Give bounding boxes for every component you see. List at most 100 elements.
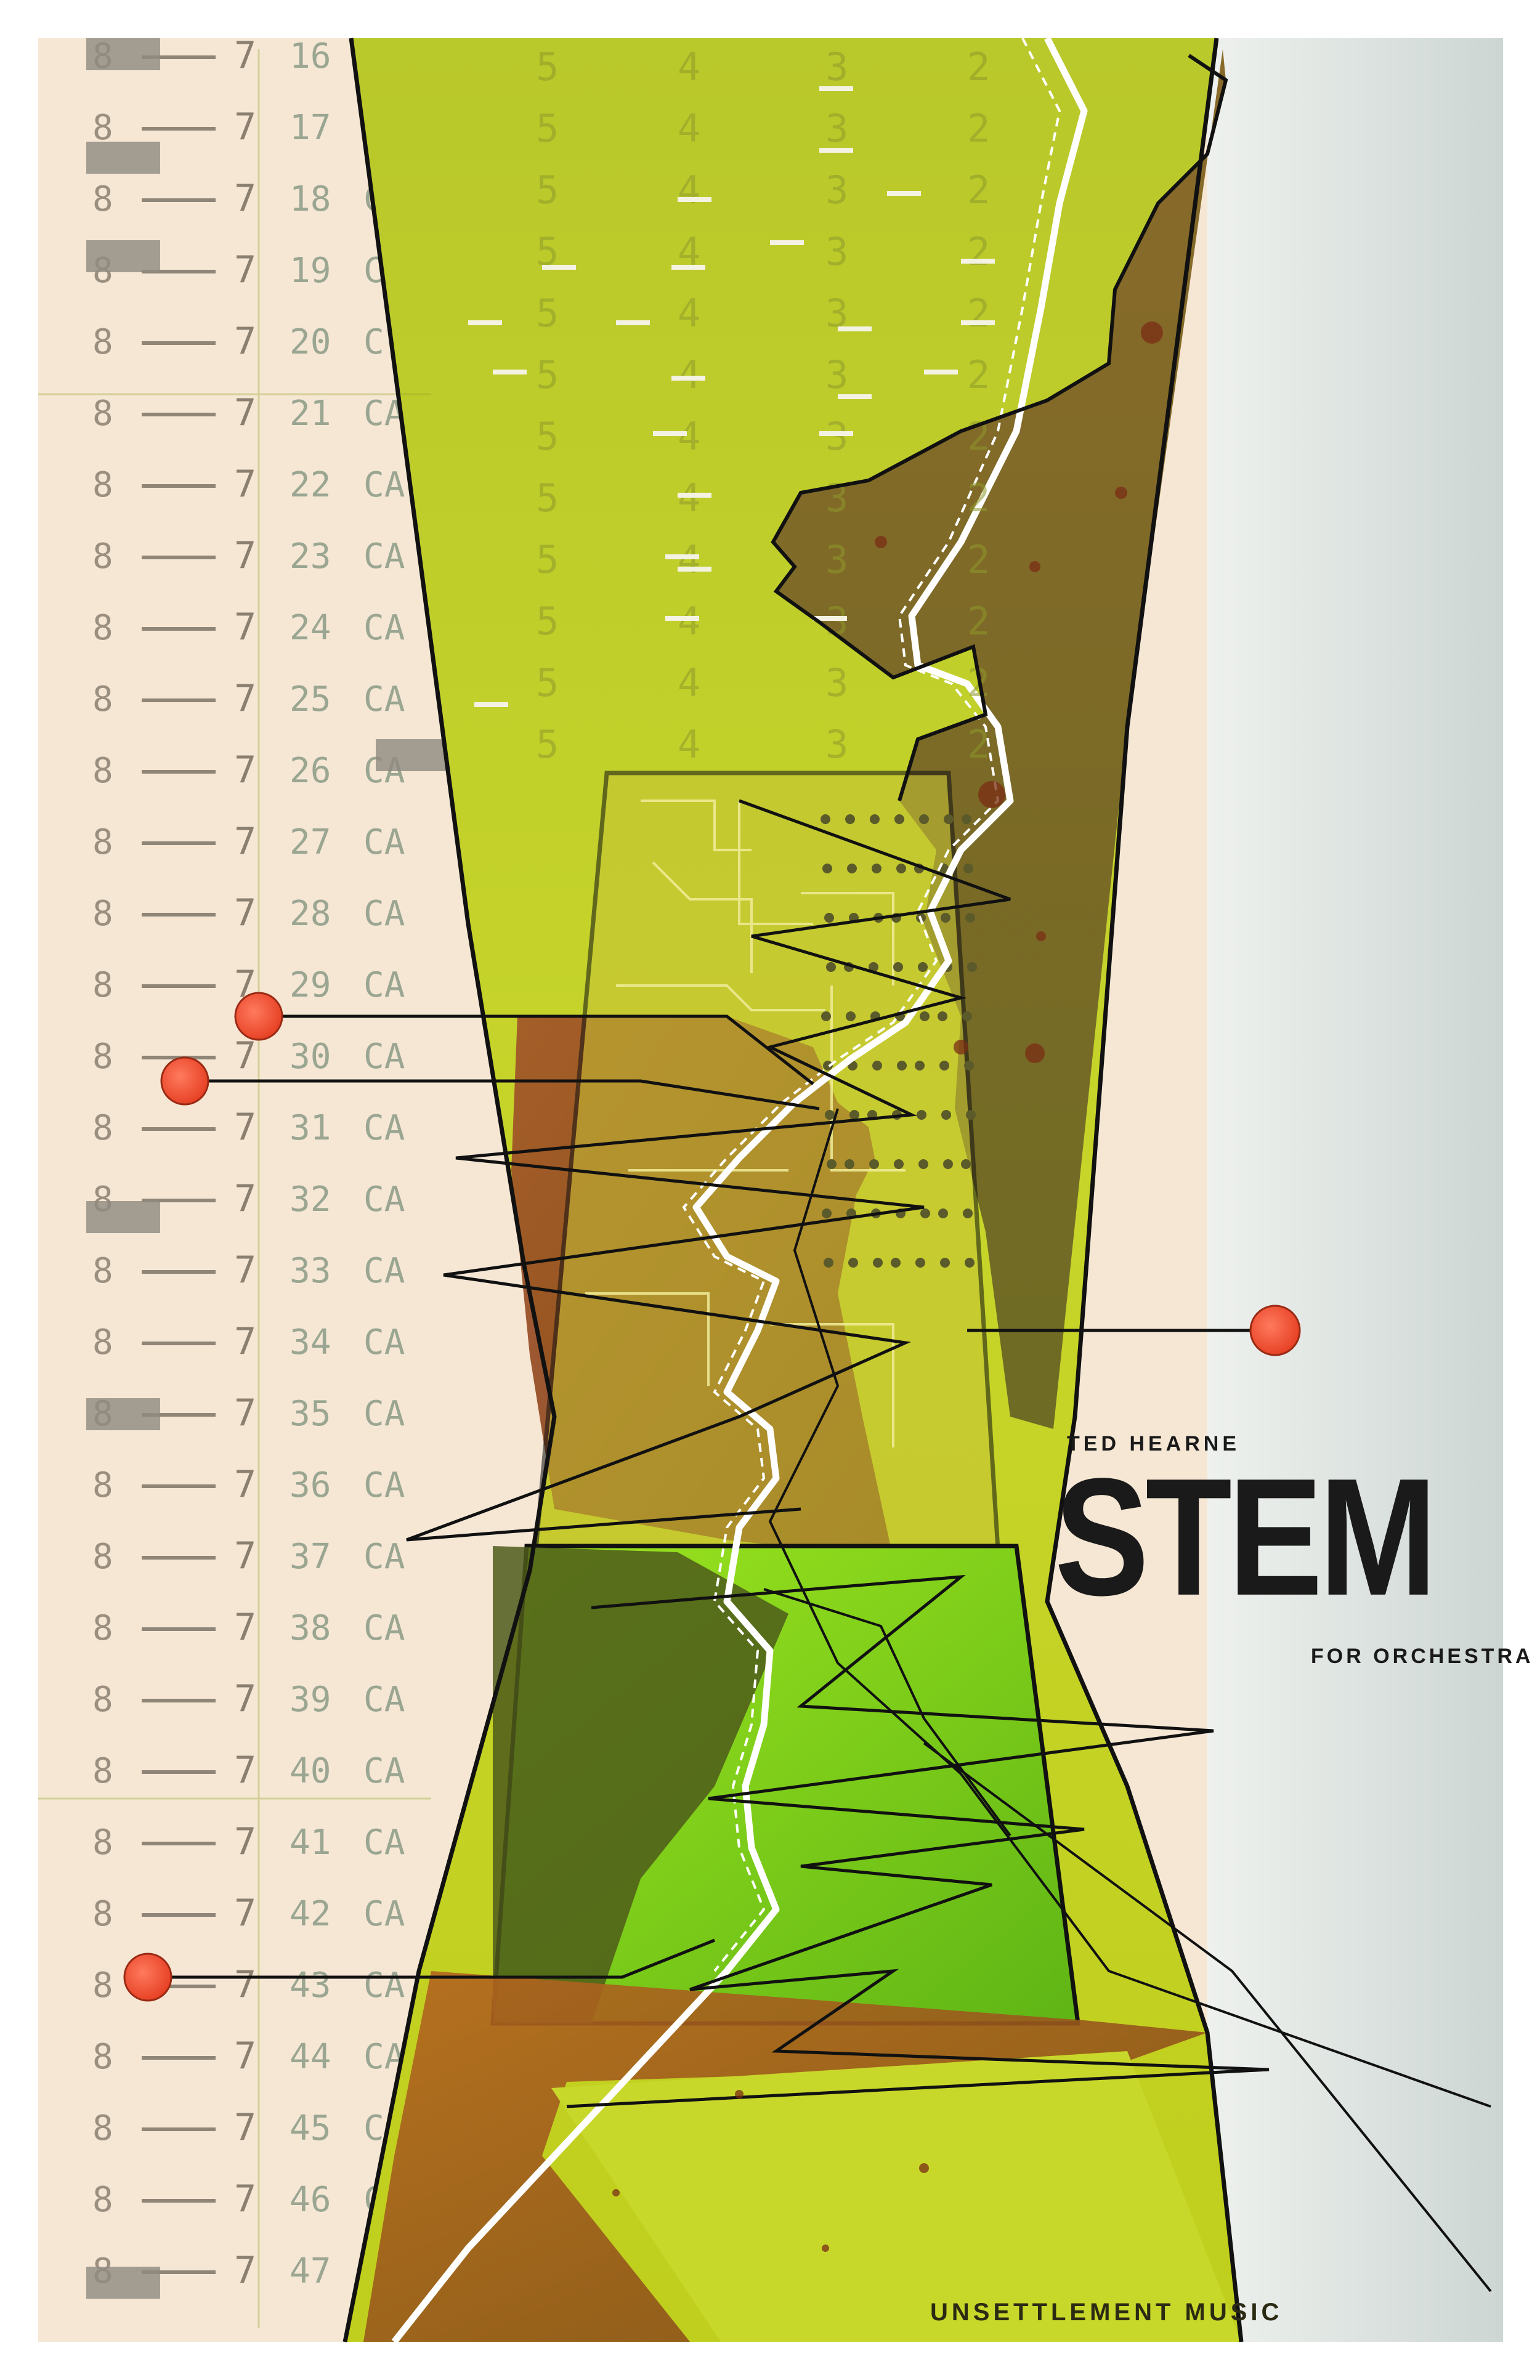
card-row-bar xyxy=(142,841,216,845)
card-row-number: 21 xyxy=(290,394,331,434)
card-row-left-digit: 8 xyxy=(92,1751,113,1791)
faint-digit: 2 xyxy=(967,476,990,520)
faint-digit: 5 xyxy=(536,352,559,397)
card-row-seven: 7 xyxy=(234,1677,256,1720)
circuit-hole xyxy=(919,814,929,824)
card-row-number: 23 xyxy=(290,536,331,577)
zigzag-line-5 xyxy=(763,1588,1011,1837)
card-row-seven: 7 xyxy=(234,2177,256,2220)
card-row-bar xyxy=(142,1342,216,1345)
faint-digit: 5 xyxy=(536,599,559,644)
circuit-hole xyxy=(965,913,975,923)
card-row-number: 19 xyxy=(290,251,331,291)
faint-digit: 3 xyxy=(825,168,848,212)
dash-mark xyxy=(616,320,650,325)
dash-mark xyxy=(653,431,687,436)
card-row-left-digit: 8 xyxy=(92,894,113,934)
card-row-bar xyxy=(142,55,216,59)
circuit-hole xyxy=(918,962,928,972)
card-row-bar xyxy=(142,1913,216,1917)
lime-grid xyxy=(38,49,431,2328)
card-row-code: CA xyxy=(363,822,405,862)
card-row-seven: 7 xyxy=(234,1749,256,1792)
circuit-hole xyxy=(822,1208,832,1218)
circuit-hole xyxy=(848,1258,858,1268)
faint-digit: 2 xyxy=(967,168,990,212)
dash-mark xyxy=(665,554,699,559)
circuit-hole xyxy=(920,1011,930,1021)
dash-marks xyxy=(468,86,995,707)
hourglass-outline-left xyxy=(342,38,557,2342)
card-row-code: CA xyxy=(363,1251,405,1291)
dash-mark xyxy=(678,567,711,572)
circuit-hole xyxy=(964,1061,974,1071)
circuit-hole xyxy=(915,1258,925,1268)
faint-digit: 2 xyxy=(967,537,990,582)
bottom-lime-strip xyxy=(551,2051,1241,2342)
card-row-bar xyxy=(142,1270,216,1274)
faint-digit: 5 xyxy=(536,414,559,459)
card-row-number: 28 xyxy=(290,894,331,934)
card-row-number: 37 xyxy=(290,1537,331,1577)
card-row-bar xyxy=(142,698,216,702)
card-row-code: CA xyxy=(363,1965,405,2006)
card-row-code: CA xyxy=(363,608,405,648)
circuit-hole xyxy=(872,1061,882,1071)
card-row-left-digit: 8 xyxy=(92,1251,113,1291)
card-row-bar xyxy=(142,1556,216,1560)
card-row-code: CA xyxy=(363,536,405,577)
dash-mark xyxy=(665,616,699,621)
circuit-hole xyxy=(822,864,832,873)
card-row-code: CA xyxy=(363,965,405,1005)
circuit-traces xyxy=(585,799,906,1447)
card-row-code: CA xyxy=(363,1465,405,1505)
card-row-code: CA xyxy=(363,1180,405,1220)
circuit-hole xyxy=(967,962,977,972)
circuit-hole xyxy=(893,962,903,972)
card-row-left-digit: 8 xyxy=(92,179,113,219)
card-row-seven: 7 xyxy=(234,605,256,649)
card-row-code: CA xyxy=(363,1322,405,1362)
card-row-number: 30 xyxy=(290,1037,331,1077)
circuit-hole xyxy=(915,1061,925,1071)
card-row-number: 34 xyxy=(290,1322,331,1362)
card-row-number: 18 xyxy=(290,179,331,219)
faint-digit: 4 xyxy=(678,44,700,89)
card-row-number: 46 xyxy=(290,2180,331,2220)
card-row-bar xyxy=(142,1627,216,1631)
zigzag-line-3 xyxy=(768,1108,1491,2108)
card-row-seven: 7 xyxy=(234,1820,256,1863)
circuit-hole xyxy=(894,1159,904,1169)
card-row-code: CA xyxy=(363,465,405,505)
faint-digit: 4 xyxy=(678,722,700,767)
card-row-bar xyxy=(142,1699,216,1702)
dash-mark xyxy=(838,326,872,331)
red-node-dot xyxy=(1249,1305,1301,1356)
card-row-code: CA xyxy=(363,1751,405,1791)
card-row-bar xyxy=(142,198,216,202)
card-row-code: CA xyxy=(363,1537,405,1577)
card-row-seven: 7 xyxy=(234,177,256,220)
card-row-left-digit: 8 xyxy=(92,108,113,148)
card-row-seven: 7 xyxy=(234,820,256,863)
card-row-bar xyxy=(142,1484,216,1488)
circuit-hole xyxy=(821,814,830,824)
circuit-hole xyxy=(894,814,904,824)
faint-digit: 4 xyxy=(678,352,700,397)
faint-digit: 3 xyxy=(825,44,848,89)
card-row-seven: 7 xyxy=(234,1606,256,1649)
card-row-bar xyxy=(142,2127,216,2131)
punch-card-texture: 8716C8717C8718C8719C8720C8721CA8722CA872… xyxy=(86,34,887,2299)
faint-digit: 4 xyxy=(678,414,700,459)
composer-name: TED HEARNE xyxy=(1067,1432,1241,1455)
card-row-number: 27 xyxy=(290,822,331,862)
circuit-hole xyxy=(939,1061,949,1071)
card-row-bar xyxy=(142,127,216,131)
red-node-dot xyxy=(234,992,283,1041)
